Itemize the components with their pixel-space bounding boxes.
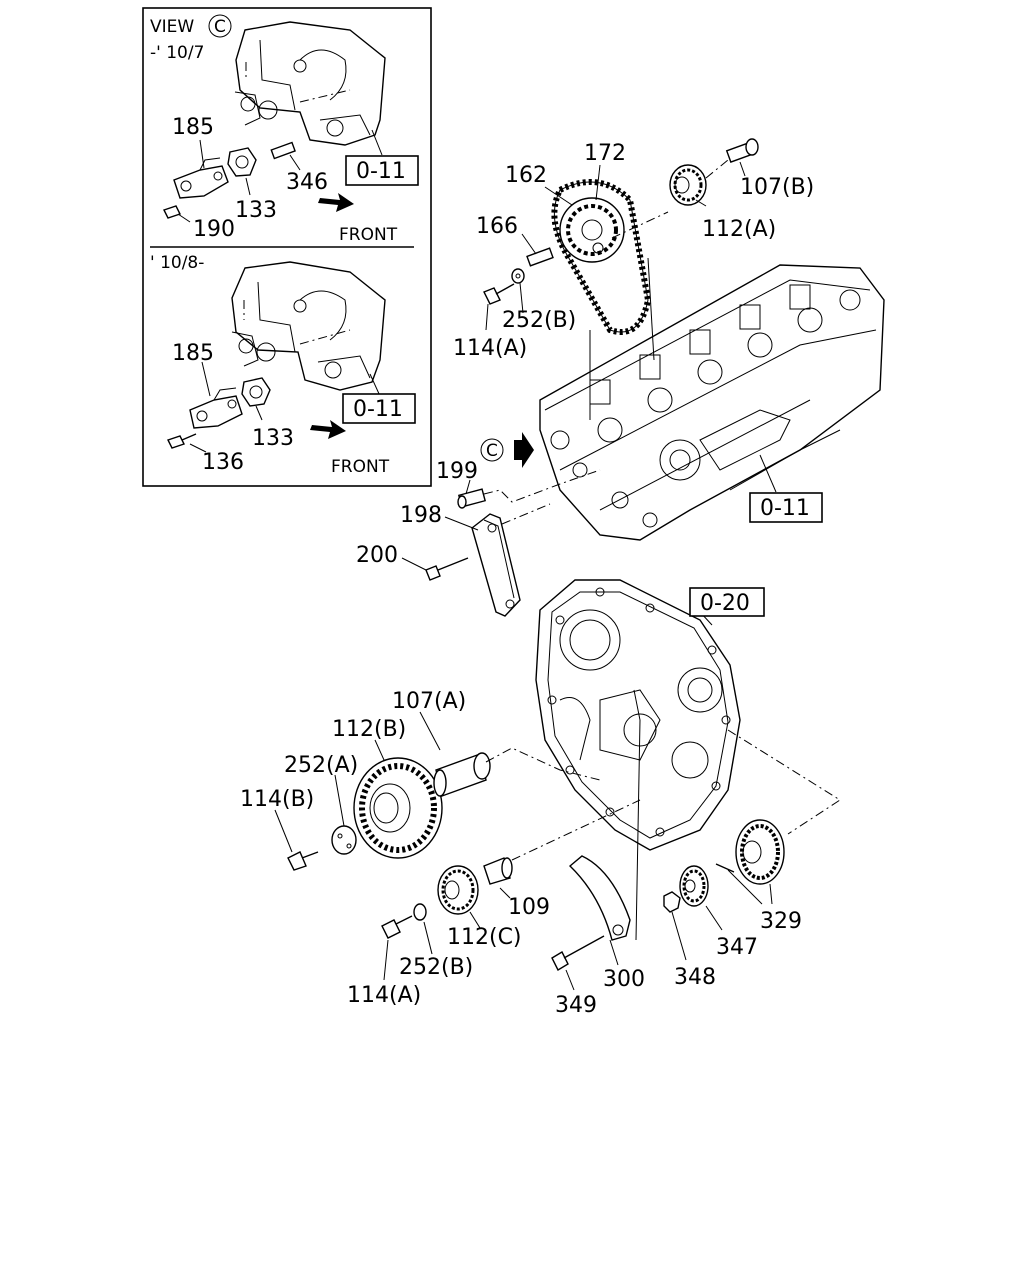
cylinder-head-assembly: 0-11 C [480,264,885,541]
washer-252b-bottom[interactable] [413,903,427,921]
inset-top-bolt[interactable] [163,205,181,219]
bush-109[interactable] [483,857,513,885]
view-circle-icon [208,14,232,38]
inset-bottom-engine-block [231,261,386,391]
chain-guide-198[interactable] [471,513,521,617]
label-114b: 114(B) [240,787,314,812]
view-c-marker-letter: C [486,441,498,461]
label-199: 199 [436,459,478,484]
idler-gear-112b[interactable] [353,757,443,859]
idler-shaft-107a[interactable] [433,752,491,797]
label-172: 172 [584,141,626,166]
view-direction-arrow-icon [514,432,534,468]
inset-bottom-gasket[interactable] [241,377,271,407]
label-198: 198 [400,503,442,528]
view-circle-letter: C [214,17,226,37]
inset-bottom-label-136: 136 [202,450,244,475]
case-ref-label: 0-20 [700,591,750,616]
label-107a: 107(A) [392,689,466,714]
tensioner-arm-300[interactable] [568,855,631,941]
head-ref-box[interactable] [749,492,823,523]
label-166: 166 [476,214,518,239]
label-112a: 112(A) [702,217,776,242]
key-pin[interactable] [715,863,735,873]
inset-bottom-bolt[interactable] [167,433,197,449]
label-114a-bottom: 114(A) [347,983,421,1008]
sprocket-gear-112a[interactable] [669,164,707,206]
timing-gear-case: 0-20 [535,579,765,941]
label-347: 347 [716,935,758,960]
inset-bottom-ref-box[interactable] [342,393,416,424]
bottom-range-label: ' 10/8- [150,253,204,273]
label-112b: 112(B) [332,717,406,742]
inset-bottom-front-label: FRONT [331,457,390,477]
label-109: 109 [508,895,550,920]
nut-348[interactable] [663,891,681,913]
label-348: 348 [674,965,716,990]
inset-bottom-tensioner[interactable] [189,387,243,429]
inset-top-label-133: 133 [235,198,277,223]
inset-bottom-label-133: 133 [252,426,294,451]
label-252b-top: 252(B) [502,308,576,333]
bolt-107b[interactable] [725,138,759,163]
label-112c: 112(C) [447,925,522,950]
label-349: 349 [555,993,597,1018]
head-ref-label: 0-11 [760,496,810,521]
label-252a: 252(A) [284,753,358,778]
inset-top-ref-box[interactable] [345,155,419,186]
bolt-114a-top[interactable] [483,283,515,305]
view-c-marker-icon [480,438,504,462]
bolt-114b[interactable] [287,851,319,871]
gear-329[interactable] [735,819,785,885]
inset-top-label-185: 185 [172,115,214,140]
inset-top-gasket[interactable] [227,147,257,177]
gear-112c[interactable] [437,865,479,915]
front-arrow-icon [318,193,354,212]
label-114a-top: 114(A) [453,336,527,361]
inset-top-ref-label: 0-11 [356,159,406,184]
inset-top-tensioner[interactable] [173,157,229,199]
bolt-114a-bottom[interactable] [381,915,413,939]
inset-top-label-346: 346 [286,170,328,195]
inset-top-label-190: 190 [193,217,235,242]
label-329: 329 [760,909,802,934]
inset-top-front-label: FRONT [339,225,398,245]
washer-252b-top[interactable] [511,268,525,284]
label-200: 200 [356,543,398,568]
view-label: VIEW [150,17,194,37]
inset-top-engine-block [234,21,386,146]
inset-bottom-ref-label: 0-11 [353,397,403,422]
bolt-349[interactable] [551,935,605,971]
pin-199[interactable] [457,488,487,509]
cam-sprocket[interactable] [559,197,625,263]
thrust-plate-252a[interactable] [331,825,357,855]
bolt-200[interactable] [425,557,469,581]
inset-panel: VIEW C -' 10/7 [142,7,432,487]
bolt-166[interactable] [526,247,554,267]
gear-347[interactable] [679,865,709,907]
inset-bottom-label-185: 185 [172,341,214,366]
label-300: 300 [603,967,645,992]
case-ref-box[interactable] [689,587,765,617]
label-162: 162 [505,163,547,188]
label-107b: 107(B) [740,175,814,200]
front-arrow-icon [310,420,346,439]
inset-top-stud[interactable] [270,141,296,160]
top-range-label: -' 10/7 [150,43,204,63]
label-252b-bottom: 252(B) [399,955,473,980]
